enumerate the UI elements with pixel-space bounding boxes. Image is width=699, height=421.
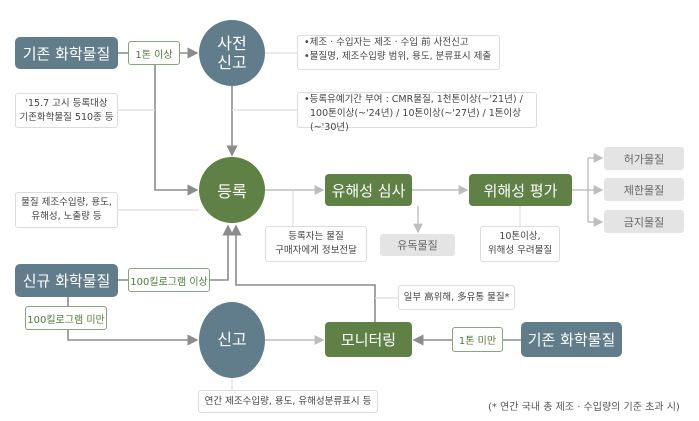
- permit-substance-node: 허가물질: [604, 147, 684, 170]
- note-line: '15.7 고시 등록대상: [25, 97, 108, 109]
- report-info-note: 연간 제조수입량, 용도, 유해성분류표시 등: [198, 390, 378, 413]
- over-1-ton-tag: 1톤 이상: [128, 41, 180, 65]
- note-line: 구매자에게 정보전달: [275, 245, 357, 256]
- existing-chemical-top-node: 기존 화학물질: [15, 37, 118, 69]
- restricted-substance-node: 제한물질: [604, 178, 684, 201]
- note-line: 물질 제조수입량, 용도,: [21, 197, 112, 209]
- risk-criteria-note: 10톤이상, 위해성 우려물질: [480, 226, 560, 262]
- monitoring-node: 모니터링: [325, 322, 412, 357]
- over-100kg-tag: 100킬로그램 이상: [128, 268, 210, 292]
- pre-report-line-1: 사전: [217, 33, 247, 53]
- note-line: 유해성, 노출량 등: [31, 211, 102, 222]
- report-node: 신고: [199, 302, 265, 378]
- buyer-info-note: 등록자는 물질 구매자에게 정보전달: [265, 226, 367, 262]
- new-chemical-node: 신규 화학물질: [15, 264, 118, 297]
- pre-report-node: 사전 신고: [199, 20, 265, 86]
- note-line: 위해성 우려물질: [487, 245, 553, 256]
- notice-note: '15.7 고시 등록대상 기존화학물질 510종 등: [15, 93, 118, 128]
- note-line: 100톤이상(~'24년) / 10톤이상(~'27년) / 1톤이상(~'30…: [310, 107, 522, 133]
- registration-node: 등록: [199, 157, 265, 223]
- pre-report-note: •제조 · 수입자는 제조 · 수입 前 사전신고 •물질명, 제조수입량 범위…: [297, 35, 500, 70]
- footnote: (* 연간 국내 총 제조 · 수입량의 기준 초과 시): [488, 402, 680, 413]
- note-line: 등록자는 물질: [288, 231, 344, 243]
- pre-report-line-2: 신고: [217, 53, 247, 72]
- hazard-review-node: 유해성 심사: [325, 174, 412, 206]
- prohibited-substance-node: 금지물질: [604, 210, 684, 233]
- registration-info-note: 물질 제조수입량, 용도, 유해성, 노출량 등: [15, 192, 118, 228]
- note-line: •제조 · 수입자는 제조 · 수입 前 사전신고: [304, 37, 469, 48]
- risk-assessment-node: 위해성 평가: [469, 174, 572, 206]
- note-line: 10톤이상,: [499, 231, 541, 243]
- note-line: •등록유예기간 부여 : CMR물질, 1천톤이상(~'21년) /: [304, 94, 523, 105]
- under-1-ton-tag: 1톤 미만: [452, 327, 503, 352]
- existing-chemical-bottom-node: 기존 화학물질: [521, 322, 622, 357]
- note-line: 기존화학물질 510종 등: [19, 111, 114, 123]
- under-100kg-tag: 100킬로그램 미만: [25, 306, 107, 330]
- grace-period-note: •등록유예기간 부여 : CMR물질, 1천톤이상(~'21년) / 100톤이…: [297, 92, 537, 133]
- note-line: •물질명, 제조수입량 범위, 용도, 분류표시 제출: [304, 50, 492, 62]
- toxic-substance-node: 유독물질: [380, 234, 455, 256]
- monitoring-note: 일부 高위해, 多유통 물질*: [398, 285, 515, 310]
